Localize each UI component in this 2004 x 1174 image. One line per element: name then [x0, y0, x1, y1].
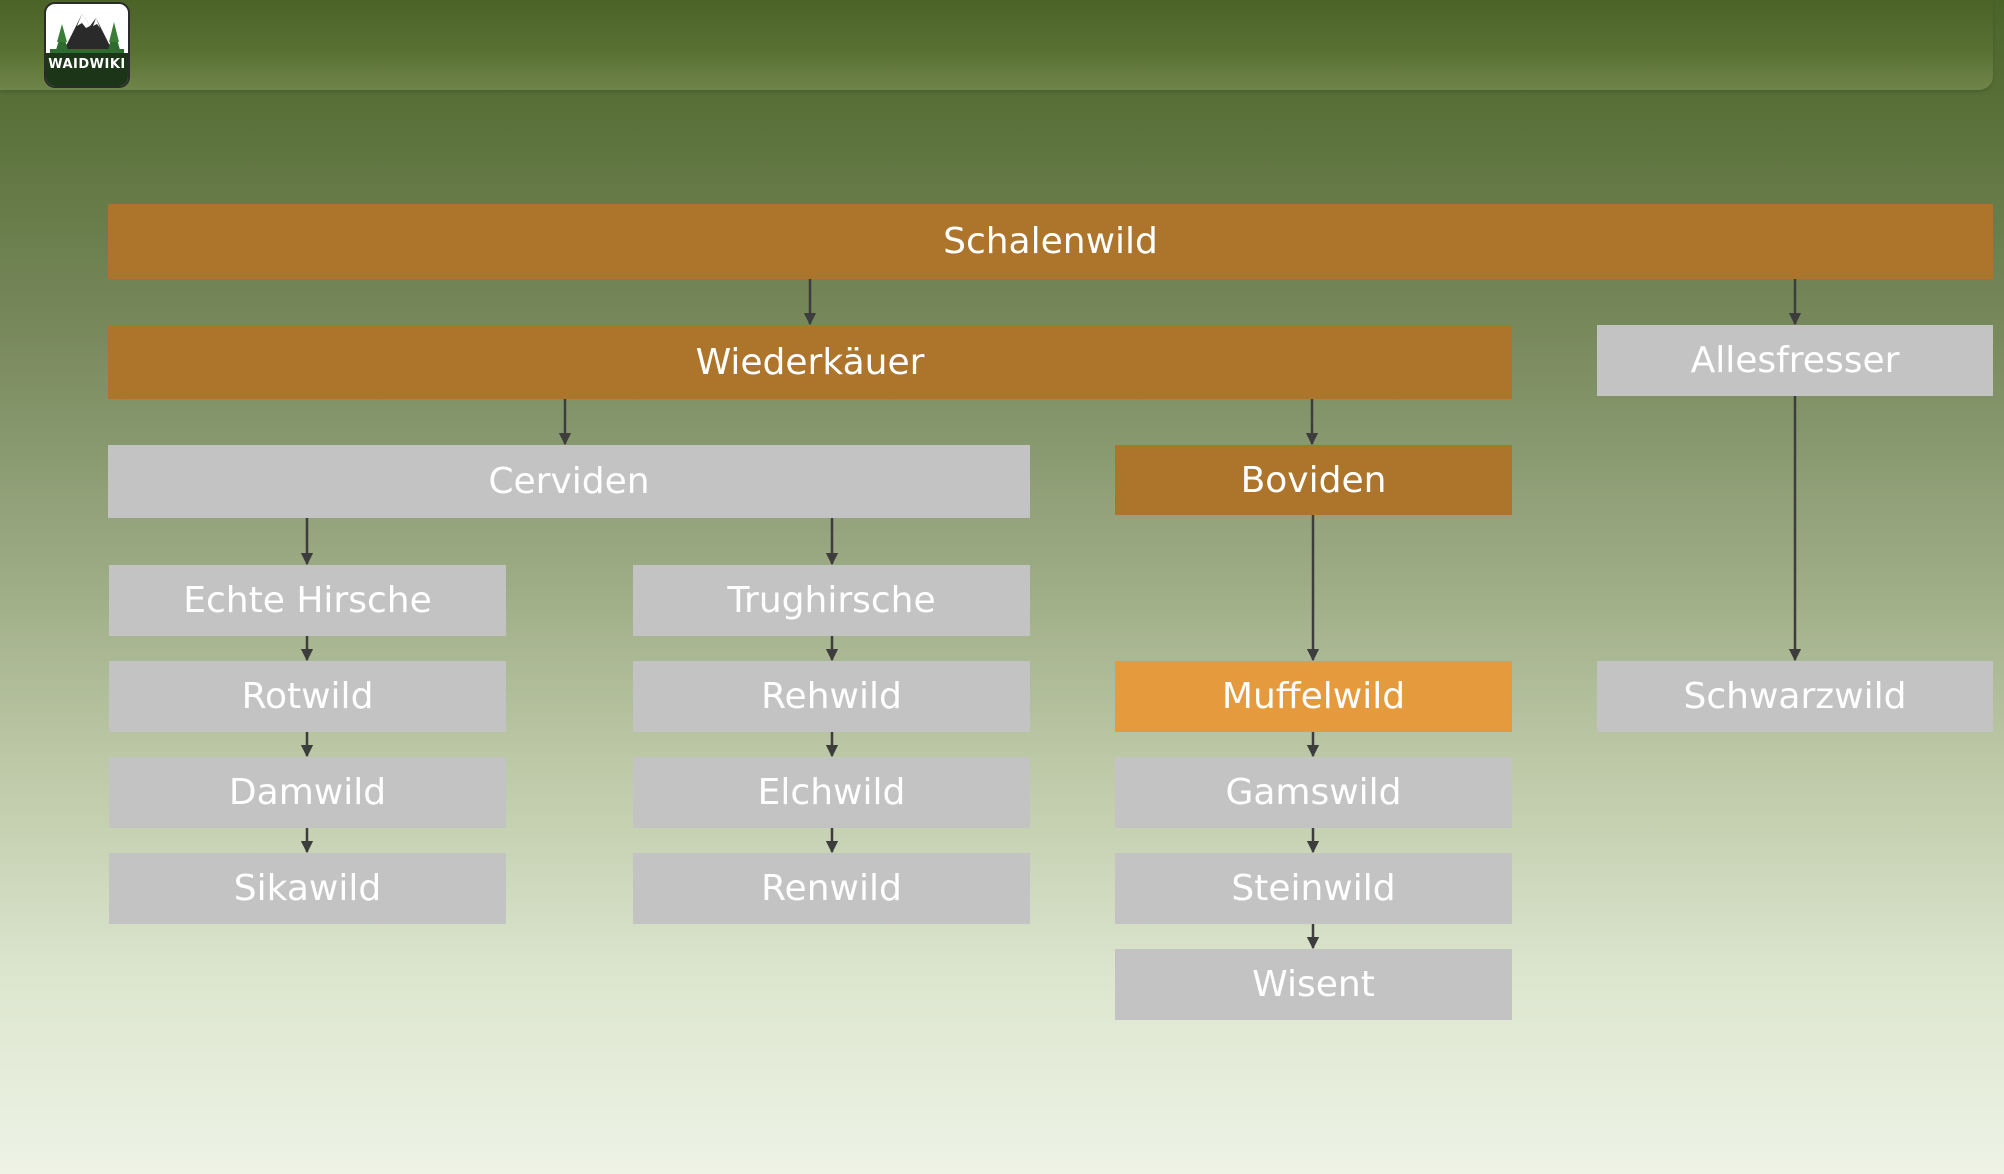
node-schwarzwild: Schwarzwild [1597, 661, 1993, 732]
node-cerviden: Cerviden [108, 445, 1030, 518]
node-label: Allesfresser [1690, 340, 1900, 381]
logo-text: WAIDWIKI [46, 53, 128, 86]
node-allesfresser: Allesfresser [1597, 325, 1993, 396]
node-gamswild: Gamswild [1115, 757, 1512, 828]
node-label: Rehwild [761, 676, 902, 717]
node-sikawild: Sikawild [109, 853, 506, 924]
node-boviden: Boviden [1115, 445, 1512, 515]
node-damwild: Damwild [109, 757, 506, 828]
waidwiki-logo[interactable]: WAIDWIKI [44, 2, 130, 88]
node-muffelwild: Muffelwild [1115, 661, 1512, 732]
node-label: Steinwild [1231, 868, 1396, 909]
node-label: Trughirsche [727, 580, 936, 621]
header-bar [0, 0, 1993, 90]
mountain-trees-icon [50, 14, 124, 53]
node-label: Sikawild [233, 868, 382, 909]
node-rehwild: Rehwild [633, 661, 1030, 732]
node-label: Muffelwild [1221, 676, 1406, 717]
node-label: Schalenwild [943, 221, 1158, 262]
node-wisent: Wisent [1115, 949, 1512, 1020]
node-label: Schwarzwild [1683, 676, 1907, 717]
node-rotwild: Rotwild [109, 661, 506, 732]
node-wiederkaeuer: Wiederkäuer [108, 325, 1512, 399]
node-trughirsche: Trughirsche [633, 565, 1030, 636]
node-echte-hirsche: Echte Hirsche [109, 565, 506, 636]
node-label: Echte Hirsche [183, 580, 432, 621]
node-label: Cerviden [488, 461, 650, 502]
node-schalenwild: Schalenwild [108, 204, 1993, 279]
node-label: Gamswild [1225, 772, 1402, 813]
node-label: Elchwild [757, 772, 906, 813]
node-elchwild: Elchwild [633, 757, 1030, 828]
node-label: Damwild [228, 772, 387, 813]
node-label: Renwild [761, 868, 902, 909]
node-steinwild: Steinwild [1115, 853, 1512, 924]
node-label: Wiederkäuer [695, 341, 925, 383]
node-label: Rotwild [241, 676, 374, 717]
node-renwild: Renwild [633, 853, 1030, 924]
node-label: Boviden [1240, 459, 1387, 501]
node-label: Wisent [1252, 964, 1375, 1005]
